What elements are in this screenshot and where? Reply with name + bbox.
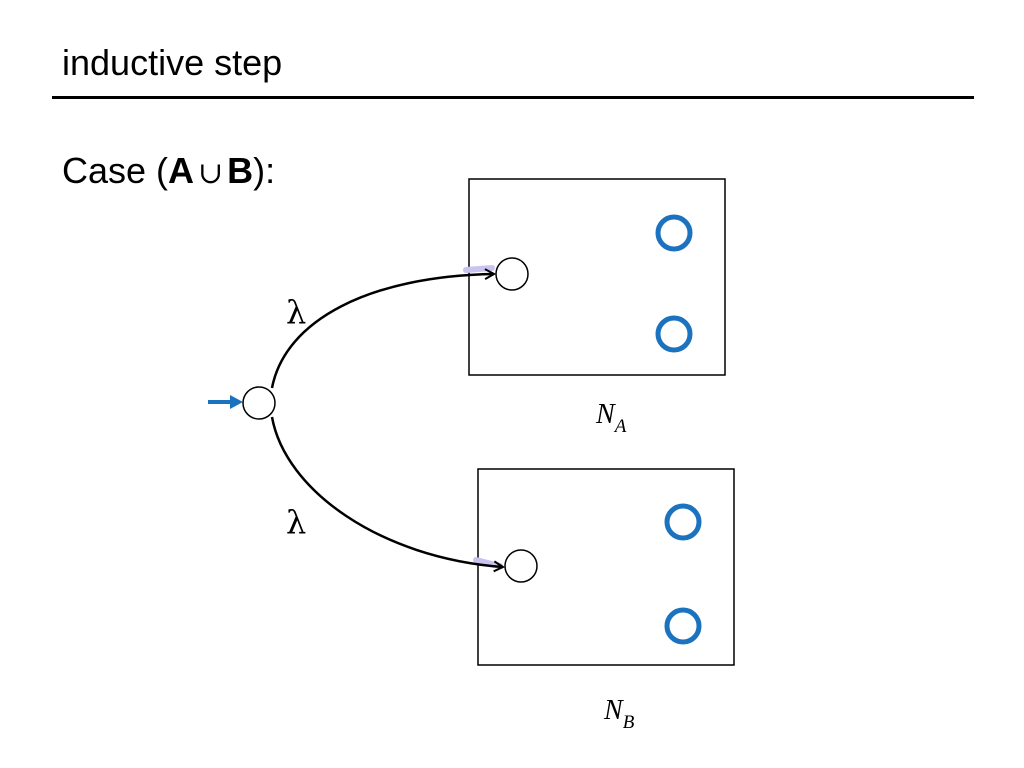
case-set-a: A xyxy=(168,150,195,191)
lambda-label-top: λ xyxy=(286,293,306,331)
machine-b-start-state xyxy=(504,549,538,583)
start-arrow-head xyxy=(230,395,243,409)
case-set-b: B xyxy=(227,150,254,191)
machine-b-box xyxy=(477,468,735,666)
machine-a-accept-state xyxy=(655,315,693,353)
machine-b-accept-state xyxy=(664,503,702,541)
title-divider xyxy=(52,96,974,99)
lambda-transition-to-a xyxy=(270,274,494,389)
machine-a-label-name: N xyxy=(595,399,616,430)
machine-a-label-subscript: A xyxy=(613,416,627,437)
machine-a-start-state xyxy=(495,257,529,291)
machine-a-box xyxy=(468,178,726,376)
new-start-state xyxy=(242,386,276,420)
machine-b-label: NB xyxy=(603,695,635,733)
machine-b-label-name: N xyxy=(603,695,624,726)
machine-b-label-subscript: B xyxy=(623,712,635,733)
case-suffix: ): xyxy=(253,150,276,191)
lambda-transition-to-b xyxy=(270,416,503,567)
case-prefix: Case ( xyxy=(62,150,169,191)
union-operator: ∪ xyxy=(198,156,224,191)
lambda-label-bottom: λ xyxy=(286,503,306,541)
case-heading: Case (A∪B): xyxy=(62,150,275,192)
machine-a-label: NA xyxy=(595,399,627,437)
arrow-shadow xyxy=(463,265,495,273)
machine-a-accept-state xyxy=(655,214,693,252)
machine-b-accept-state xyxy=(664,607,702,645)
page-title: inductive step xyxy=(62,42,283,83)
